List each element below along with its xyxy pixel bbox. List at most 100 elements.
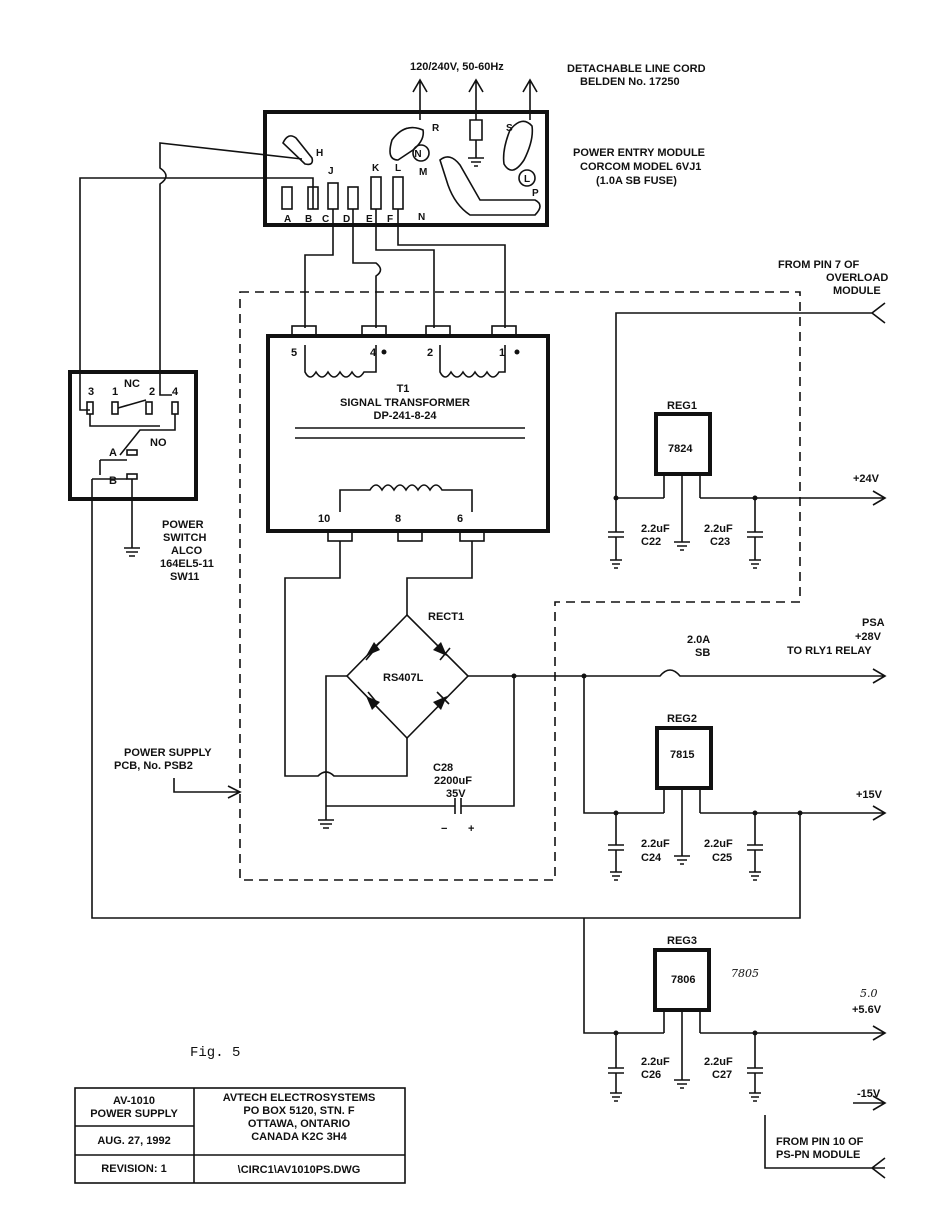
- title-company: AVTECH ELECTROSYSTEMS: [223, 1092, 376, 1104]
- switch-no-label: NO: [150, 437, 167, 449]
- switch-pin-1: 1: [112, 386, 118, 398]
- c28-value: 2200uF: [434, 775, 472, 787]
- c26-value: 2.2uF: [641, 1056, 670, 1068]
- neg-source-1: FROM PIN 10 OF: [776, 1136, 864, 1148]
- title-address-1: PO BOX 5120, STN. F: [243, 1105, 355, 1117]
- pem-label-k: K: [372, 163, 380, 174]
- switch-b-label: B: [109, 475, 117, 487]
- neg-source-2: PS-PN MODULE: [776, 1149, 860, 1161]
- neg-input-box: [764, 1115, 886, 1179]
- reg2-ref: REG2: [667, 713, 697, 725]
- switch-title-1: POWER: [162, 519, 204, 531]
- reg2-output-label: +15V: [856, 789, 883, 801]
- title-address-2: OTTAWA, ONTARIO: [248, 1118, 351, 1130]
- pem-label-l: L: [395, 163, 401, 174]
- t1-part: DP-241-8-24: [374, 410, 438, 422]
- transformer-t1: [266, 325, 550, 542]
- c28-minus: −: [441, 823, 447, 835]
- switch-part: 164EL5-11: [160, 558, 214, 570]
- t1-pin-6: 6: [457, 513, 463, 525]
- switch-title-2: SWITCH: [163, 532, 206, 544]
- c23-value: 2.2uF: [704, 523, 733, 535]
- switch-ref: SW11: [170, 571, 199, 583]
- line-cord-part: BELDEN No. 17250: [580, 76, 680, 88]
- c23-ref: C23: [710, 536, 730, 548]
- pem-label-n: N: [418, 212, 425, 223]
- t1-pin-1: 1: [499, 347, 505, 359]
- psa-destination: TO RLY1 RELAY: [787, 645, 872, 657]
- switch-pin-4: 4: [172, 386, 179, 398]
- rectifier-section: [284, 541, 887, 829]
- pem-tab-f: F: [387, 214, 393, 225]
- pcb-label-1: POWER SUPPLY: [124, 747, 212, 759]
- title-product-1: AV-1010: [113, 1095, 155, 1107]
- pem-label-m: M: [419, 167, 427, 178]
- pem-label-j: J: [328, 166, 334, 177]
- figure-caption: Fig. 5: [190, 1045, 240, 1061]
- t1-pin-2: 2: [427, 347, 433, 359]
- psa-voltage: +28V: [855, 631, 882, 643]
- pem-tab-d: D: [343, 214, 350, 225]
- pem-label-p: P: [532, 188, 539, 199]
- pem-label-r: R: [432, 123, 440, 134]
- overload-input-wire: [615, 302, 886, 498]
- c25-ref: C25: [712, 852, 732, 864]
- overload-line-1: FROM PIN 7 OF: [778, 259, 860, 271]
- switch-pin-3: 3: [88, 386, 94, 398]
- line-cord-title: DETACHABLE LINE CORD: [567, 63, 706, 75]
- title-address-3: CANADA K2C 3H4: [251, 1131, 347, 1143]
- pem-tab-c: C: [322, 214, 329, 225]
- rect-ref: RECT1: [428, 611, 464, 623]
- c28-voltage: 35V: [446, 788, 466, 800]
- neg-arrow: [853, 1095, 887, 1111]
- power-entry-module: [263, 110, 549, 227]
- pem-tab-a: A: [284, 214, 291, 225]
- c27-value: 2.2uF: [704, 1056, 733, 1068]
- reg3-output-label: +5.6V: [852, 1004, 882, 1016]
- reg2-part: 7815: [670, 749, 694, 761]
- pcb-outline: [239, 291, 801, 881]
- pem-title: POWER ENTRY MODULE: [573, 147, 705, 159]
- switch-pin-2: 2: [149, 386, 155, 398]
- neutral-symbol: N: [414, 149, 421, 160]
- title-product-2: POWER SUPPLY: [90, 1108, 178, 1120]
- fuse-type: SB: [695, 647, 710, 659]
- line-symbol: L: [524, 174, 530, 185]
- fuse-value: 2.0A: [687, 634, 710, 646]
- pem-switch-wires: [79, 142, 314, 411]
- reg3-ref: REG3: [667, 935, 697, 947]
- c22-ref: C22: [641, 536, 661, 548]
- pem-label-s: S: [506, 123, 513, 134]
- pem-tab-b: B: [305, 214, 312, 225]
- c27-ref: C27: [712, 1069, 732, 1081]
- c28-ref: C28: [433, 762, 453, 774]
- title-block: [74, 1087, 406, 1184]
- c24-value: 2.2uF: [641, 838, 670, 850]
- reg2-section: [583, 676, 887, 881]
- rect-part: RS407L: [383, 672, 424, 684]
- overload-line-2: OVERLOAD: [826, 272, 888, 284]
- reg3-part: 7806: [671, 974, 695, 986]
- pcb-label-2: PCB, No. PSB2: [114, 760, 193, 772]
- title-file: \CIRC1\AV1010PS.DWG: [238, 1164, 361, 1176]
- reg3-handwritten-output: 5.0: [860, 987, 878, 1000]
- t1-pin-5: 5: [291, 347, 297, 359]
- t1-name: SIGNAL TRANSFORMER: [340, 397, 470, 409]
- line-voltage-label: 120/240V, 50-60Hz: [410, 61, 504, 73]
- overload-line-3: MODULE: [833, 285, 881, 297]
- c28-plus: +: [468, 823, 474, 835]
- title-revision: REVISION: 1: [101, 1163, 166, 1175]
- t1-pin-8: 8: [395, 513, 401, 525]
- switch-a-label: A: [109, 447, 117, 459]
- psa-label: PSA: [862, 617, 885, 629]
- t1-pin-4: 4: [370, 347, 377, 359]
- pem-fuse: (1.0A SB FUSE): [596, 175, 677, 187]
- t1-ref: T1: [397, 383, 410, 395]
- reg1-output-label: +24V: [853, 473, 880, 485]
- switch-nc-label: NC: [124, 378, 140, 390]
- pem-model: CORCOM MODEL 6VJ1: [580, 161, 701, 173]
- reg1-section: [608, 412, 887, 569]
- pem-tab-e: E: [366, 214, 373, 225]
- switch-title-3: ALCO: [171, 545, 203, 557]
